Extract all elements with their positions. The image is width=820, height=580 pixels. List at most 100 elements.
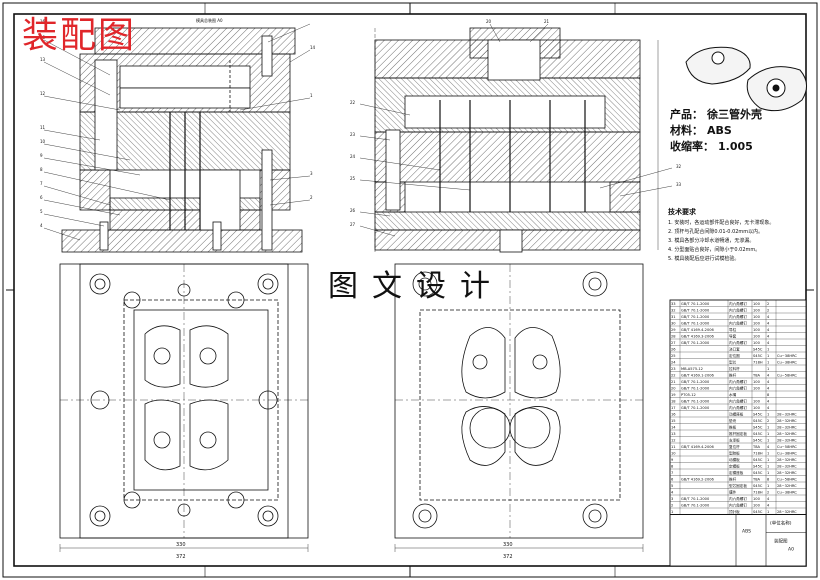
watermark-text: 图文设计 — [328, 269, 504, 304]
bom-cell: 12 — [671, 439, 676, 443]
part-number-label: 27 — [350, 222, 356, 227]
bom-cell: 8 — [767, 478, 770, 482]
bom-cell: 7 — [671, 471, 673, 475]
bom-cell: S45C — [753, 439, 763, 443]
bom-cell: 100 — [753, 335, 761, 339]
bom-cell: 内六角螺钉 — [729, 386, 747, 391]
bom-cell: 定模座板 — [729, 470, 744, 475]
bom-cell: 9 — [671, 458, 674, 462]
bom-cell: 4 — [767, 335, 770, 339]
bom-cell: 内六角螺钉 — [729, 321, 747, 326]
shrink-value: 1.005 — [718, 140, 753, 153]
bom-cell: 4 — [767, 406, 770, 410]
part-number-label: 5 — [40, 209, 43, 214]
title-block-sheet-name: 装配图 — [774, 538, 788, 545]
bom-cell: 4 — [767, 322, 770, 326]
bom-cell: 6 — [671, 478, 674, 482]
part-number-label: 9 — [40, 153, 43, 158]
right-inner-dim: 330 — [503, 542, 513, 548]
bom-cell: 1 — [767, 439, 769, 443]
bom-cell: S45C — [753, 413, 763, 417]
bom-cell: 30 — [671, 322, 676, 326]
title-block-drawing-title: (单位名称) — [770, 520, 792, 527]
product-label: 产品： — [670, 108, 703, 121]
bom-cell: 5 — [671, 484, 673, 488]
bom-cell: 718H — [753, 452, 763, 456]
product-value: 徐三管外壳 — [707, 108, 762, 121]
part-number-label: 32 — [676, 164, 682, 169]
left-section-view — [61, 27, 303, 253]
bom-cell: Cu~38HRC — [777, 361, 797, 365]
bom-cell: 内六角螺钉 — [729, 308, 747, 313]
bom-cell: S45C — [753, 354, 763, 358]
bom-cell: 1 — [767, 510, 769, 514]
bom-cell: 拉料杆 — [729, 366, 740, 371]
bom-cell: MB-A575-12 — [681, 367, 703, 371]
bom-cell: GB/T 4169.1-2006 — [681, 374, 715, 378]
bom-cell: T8A — [752, 445, 760, 449]
part-number-label: 26 — [350, 208, 356, 213]
bom-cell: T8A — [752, 478, 760, 482]
part-number-label: 24 — [350, 154, 356, 159]
bom-cell: 1 — [767, 471, 769, 475]
bom-cell: 27 — [671, 341, 676, 345]
bom-cell: 28~32HRC — [777, 484, 797, 488]
bom-cell: 28~32HRC — [777, 465, 797, 469]
bom-cell: 22 — [671, 374, 676, 378]
bom-cell: 内六角螺钉 — [729, 314, 747, 319]
bom-cell: GB/T 70.1-2000 — [681, 302, 710, 306]
bom-cell: 28~32HRC — [777, 426, 797, 430]
bom-cell: GB/T 70.1-2000 — [681, 504, 710, 508]
bom-cell: 33 — [671, 302, 676, 306]
part-number-label: 3 — [310, 171, 313, 176]
bom-cell: Cu~38HRC — [777, 354, 797, 358]
bom-cell: GB/T 70.1-2000 — [681, 387, 710, 391]
bom-cell: 24 — [671, 361, 676, 365]
bom-cell: 导套 — [729, 334, 737, 339]
bom-cell: 100 — [753, 302, 761, 306]
bom-cell: GB/T 70.1-2000 — [681, 341, 710, 345]
bom-cell: 定位圈 — [729, 353, 740, 358]
bom-cell: S45C — [753, 432, 763, 436]
bom-cell: 4 — [767, 341, 770, 345]
bom-cell: 100 — [753, 341, 761, 345]
bom-cell: 型腔板 — [729, 451, 740, 456]
bom-cell: 内六角螺钉 — [729, 379, 747, 384]
bom-cell: Cu~58HRC — [777, 374, 797, 378]
bom-cell: 15 — [671, 419, 676, 423]
bom-cell: S45C — [753, 348, 763, 352]
right-width-dim: 372 — [503, 554, 513, 560]
note-line: 2. 顶杆与孔配合间隙0.01-0.02mm以内。 — [668, 229, 764, 235]
part-number-label: 20 — [486, 19, 492, 24]
bom-cell: 1 — [767, 432, 769, 436]
bom-cell: 内六角螺钉 — [729, 503, 747, 508]
bom-cell: PT05-12 — [681, 393, 696, 397]
bom-cell: 32 — [671, 309, 676, 313]
title-block-material: ABS — [742, 529, 751, 535]
left-width-dim: 372 — [176, 554, 186, 560]
bom-cell: 28~32HRC — [777, 413, 797, 417]
bom-cell: 4 — [767, 315, 770, 319]
bom-cell: 垫块 — [729, 418, 737, 423]
bom-cell: GB/T 70.1-2000 — [681, 400, 710, 404]
bom-cell: 4 — [767, 328, 770, 332]
bom-cell: 镶件 — [729, 490, 737, 495]
bom-cell: 动模座板 — [729, 412, 744, 417]
bom-cell: 100 — [753, 309, 761, 313]
bom-cell: S45C — [753, 471, 763, 475]
bom-cell: 1 — [767, 413, 769, 417]
bom-cell: 1 — [767, 348, 769, 352]
bom-cell: 14 — [671, 426, 676, 430]
bom-cell: 4 — [767, 387, 770, 391]
bom-cell: 21 — [671, 380, 676, 384]
bom-cell: 28~32HRC — [777, 432, 797, 436]
right-plan-bolts — [412, 271, 608, 529]
left-leader-lines — [43, 23, 311, 241]
part-number-label: 1 — [310, 93, 313, 98]
bom-cell: Cu~58HRC — [777, 445, 797, 449]
bom-cell: 16 — [671, 413, 676, 417]
bom-cell: 浇口套 — [729, 347, 740, 352]
